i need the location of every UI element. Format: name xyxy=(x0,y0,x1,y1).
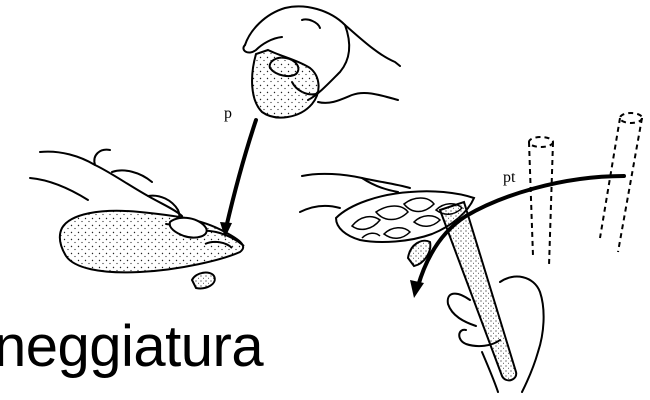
label-p: p xyxy=(224,105,232,122)
caption-text: neggiatura xyxy=(0,318,263,376)
detached-flake-left xyxy=(192,273,215,289)
percussor-stone xyxy=(252,50,319,118)
label-pt: pt xyxy=(503,169,516,186)
percussor-positions xyxy=(529,113,642,266)
strike-arrow xyxy=(226,120,256,228)
